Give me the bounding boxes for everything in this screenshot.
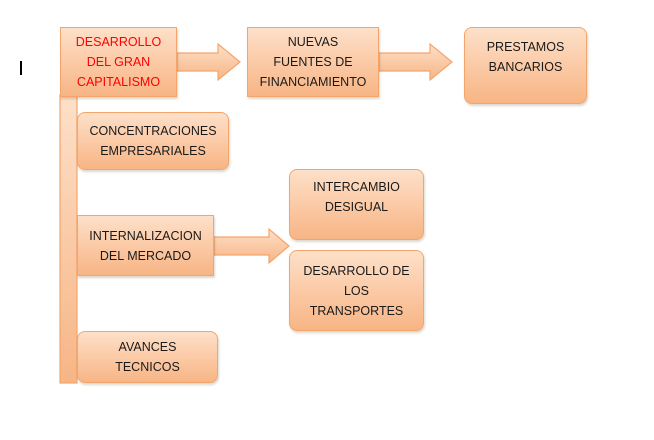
root-node-desarrollo-capitalismo: DESARROLLO DEL GRAN CAPITALISMO <box>60 27 177 97</box>
node-internalizacion-mercado: INTERNALIZACION DEL MERCADO <box>77 215 214 276</box>
node-nuevas-fuentes-financiamiento: NUEVAS FUENTES DE FINANCIAMIENTO <box>247 27 379 97</box>
node-intercambio-desigual: INTERCAMBIO DESIGUAL <box>289 169 424 240</box>
arrow-financing-to-loans <box>378 42 453 82</box>
arrow-root-to-financing <box>176 42 241 82</box>
node-concentraciones-empresariales: CONCENTRACIONES EMPRESARIALES <box>77 112 229 170</box>
vertical-connector-bar <box>59 94 78 384</box>
node-desarrollo-transportes: DESARROLLO DE LOS TRANSPORTES <box>289 250 424 331</box>
node-prestamos-bancarios: PRESTAMOS BANCARIOS <box>464 27 587 104</box>
text-cursor <box>20 61 22 75</box>
arrow-internalization-to-branches <box>213 227 290 265</box>
node-avances-tecnicos: AVANCES TECNICOS <box>77 331 218 383</box>
